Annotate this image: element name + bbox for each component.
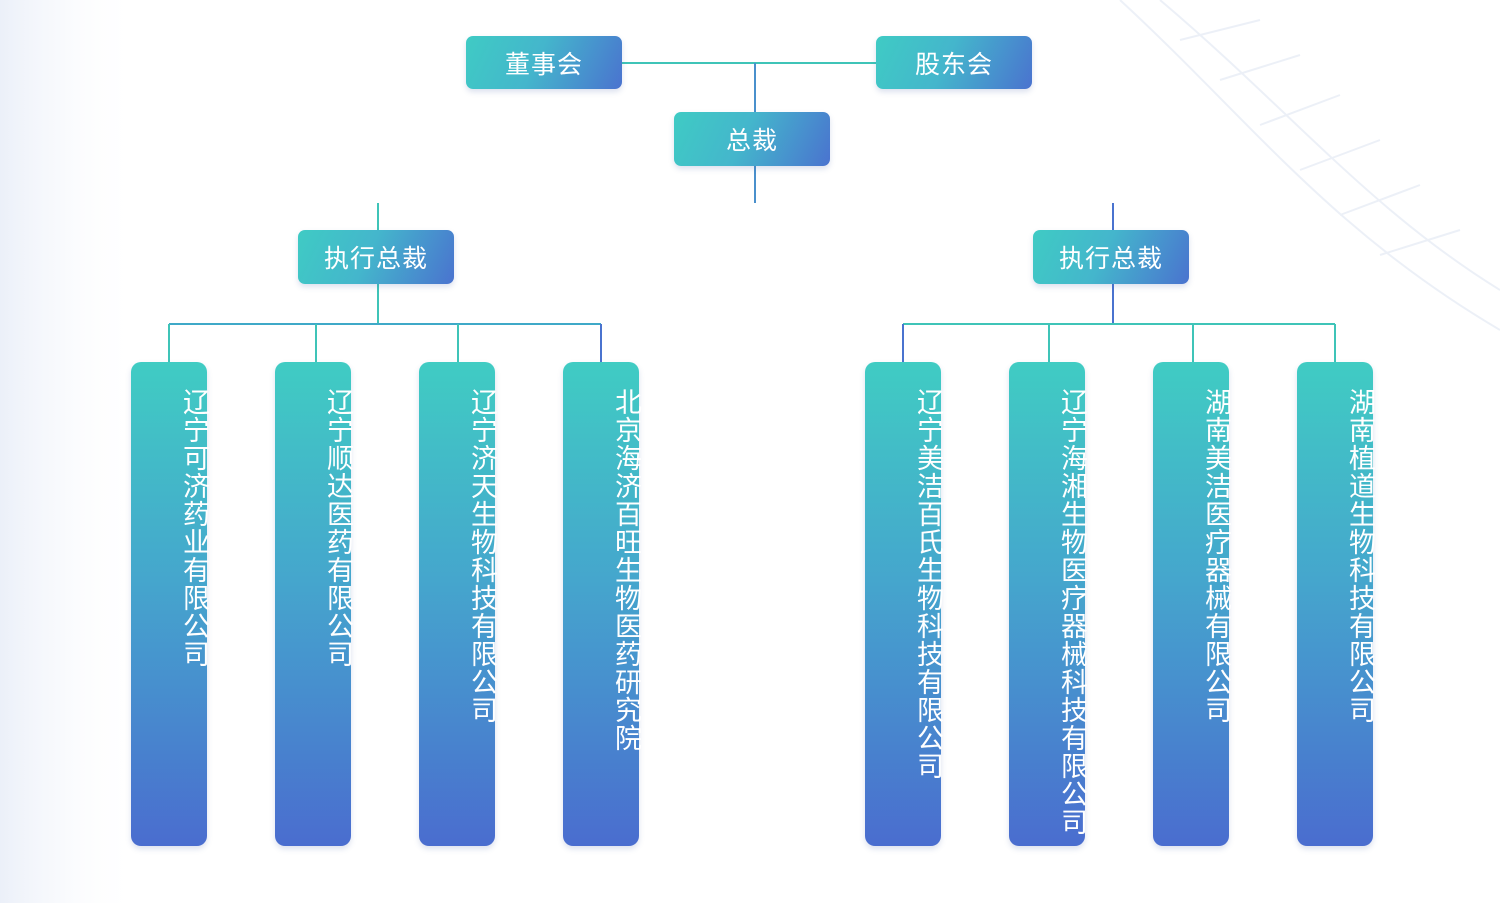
company-name: 湖南植道生物科技有限公司 — [1344, 388, 1375, 724]
company-name: 北京海济百旺生物医药研究院 — [610, 388, 641, 752]
node-president: 总裁 — [674, 112, 830, 166]
node-company-right-3: 湖南美洁医疗器械有限公司 — [1153, 362, 1231, 846]
company-name: 辽宁美洁百氏生物科技有限公司 — [912, 388, 943, 780]
node-company-right-4: 湖南植道生物科技有限公司 — [1297, 362, 1375, 846]
node-board-of-directors: 董事会 — [466, 36, 622, 89]
company-name: 辽宁顺达医药有限公司 — [322, 388, 353, 668]
company-name: 辽宁可济药业有限公司 — [178, 388, 209, 668]
node-company-left-3: 辽宁济天生物科技有限公司 — [419, 362, 497, 846]
company-name: 湖南美洁医疗器械有限公司 — [1200, 388, 1231, 724]
node-executive-president-right: 执行总裁 — [1033, 230, 1189, 284]
node-shareholders-meeting: 股东会 — [876, 36, 1032, 89]
company-name: 辽宁海湘生物医疗器械科技有限公司 — [1056, 388, 1087, 836]
node-company-right-2: 辽宁海湘生物医疗器械科技有限公司 — [1009, 362, 1087, 846]
node-company-left-4: 北京海济百旺生物医药研究院 — [563, 362, 641, 846]
node-executive-president-left: 执行总裁 — [298, 230, 454, 284]
company-name: 辽宁济天生物科技有限公司 — [466, 388, 497, 724]
node-company-right-1: 辽宁美洁百氏生物科技有限公司 — [865, 362, 943, 846]
node-company-left-1: 辽宁可济药业有限公司 — [131, 362, 209, 846]
node-company-left-2: 辽宁顺达医药有限公司 — [275, 362, 353, 846]
